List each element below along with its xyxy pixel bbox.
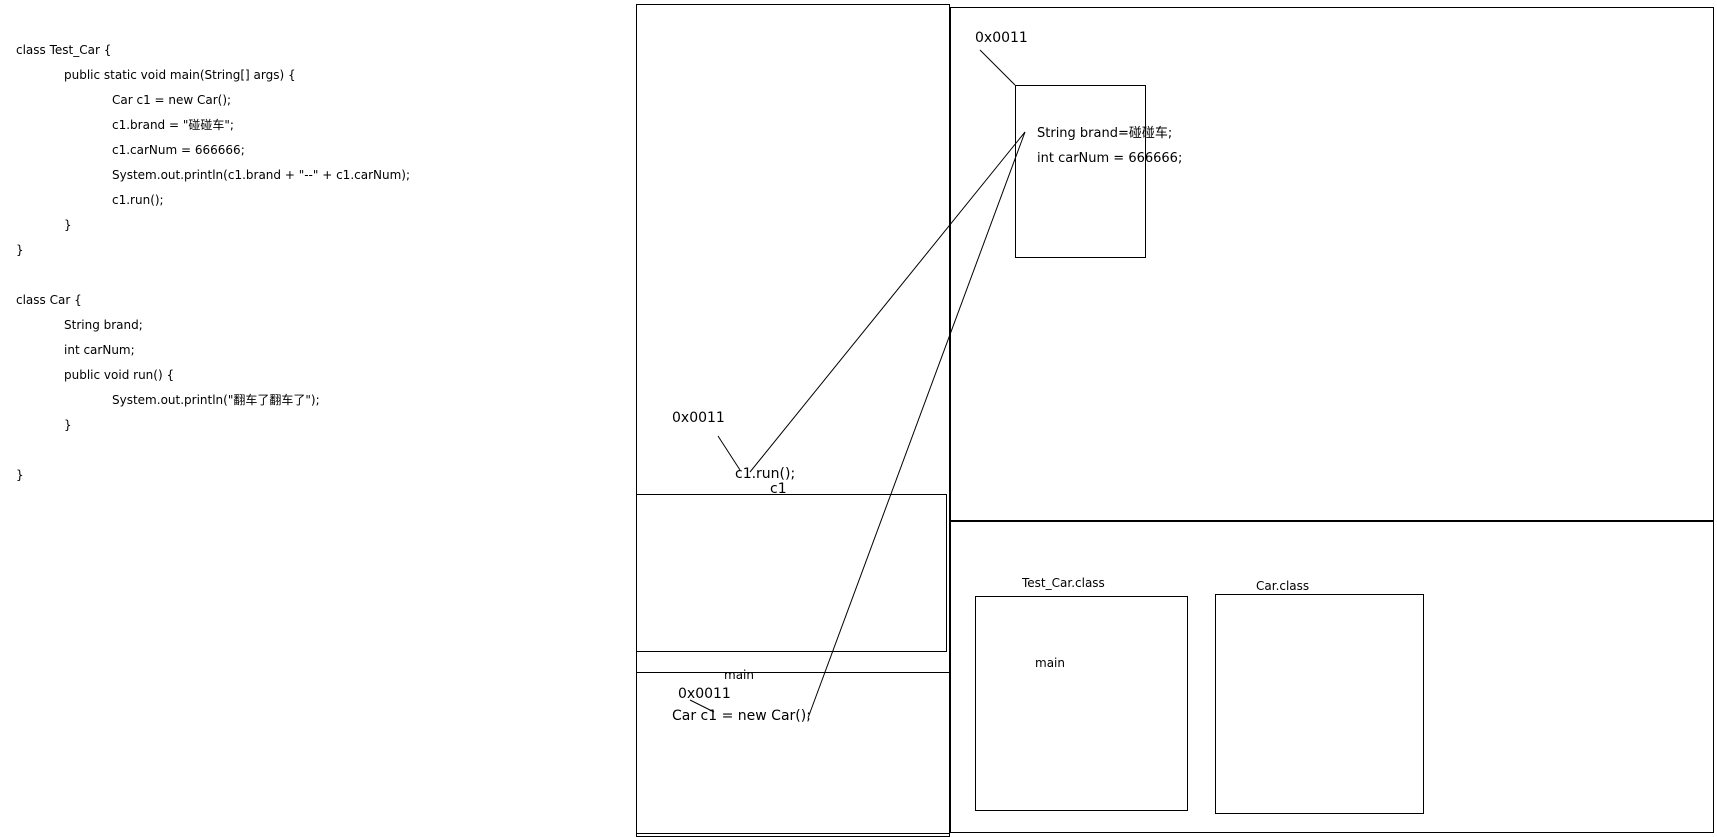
code-line: class Test_Car { bbox=[16, 43, 112, 57]
code-line: c1.carNum = 666666; bbox=[112, 143, 245, 157]
code-line: String brand; bbox=[64, 318, 143, 332]
car-object bbox=[1015, 85, 1146, 258]
code-line: c1.brand = "碰碰车"; bbox=[112, 118, 234, 132]
code-line: System.out.println("翻车了翻车了"); bbox=[112, 393, 320, 407]
heap-object-address: 0x0011 bbox=[975, 30, 1028, 46]
car-class-label: Car.class bbox=[1256, 579, 1310, 593]
run-frame-address: 0x0011 bbox=[672, 410, 725, 426]
test-car-class-label: Test_Car.class bbox=[1022, 576, 1105, 590]
code-line: } bbox=[16, 243, 24, 257]
code-line: } bbox=[16, 468, 24, 482]
code-line: c1.run(); bbox=[112, 193, 164, 207]
code-line: public void run() { bbox=[64, 368, 175, 382]
code-line: int carNum; bbox=[64, 343, 135, 357]
run-frame-call: c1.run(); bbox=[735, 466, 796, 482]
object-field-carnum: int carNum = 666666; bbox=[1037, 151, 1183, 166]
main-frame-label: main bbox=[724, 668, 754, 682]
test-car-class-box bbox=[975, 596, 1188, 811]
run-frame-variable: c1 bbox=[770, 481, 787, 497]
main-frame-statement: Car c1 = new Car(); bbox=[672, 708, 811, 724]
code-line: System.out.println(c1.brand + "--" + c1.… bbox=[112, 168, 411, 182]
code-line: } bbox=[64, 218, 72, 232]
main-frame-address: 0x0011 bbox=[678, 686, 731, 702]
run-stack-frame bbox=[636, 494, 947, 652]
car-class-box bbox=[1215, 594, 1424, 814]
code-line: } bbox=[64, 418, 72, 432]
code-line: Car c1 = new Car(); bbox=[112, 93, 232, 107]
test-car-main-method: main bbox=[1035, 656, 1065, 670]
object-field-brand: String brand=碰碰车; bbox=[1037, 126, 1173, 141]
code-line: public static void main(String[] args) { bbox=[64, 68, 296, 82]
code-line: class Car { bbox=[16, 293, 82, 307]
